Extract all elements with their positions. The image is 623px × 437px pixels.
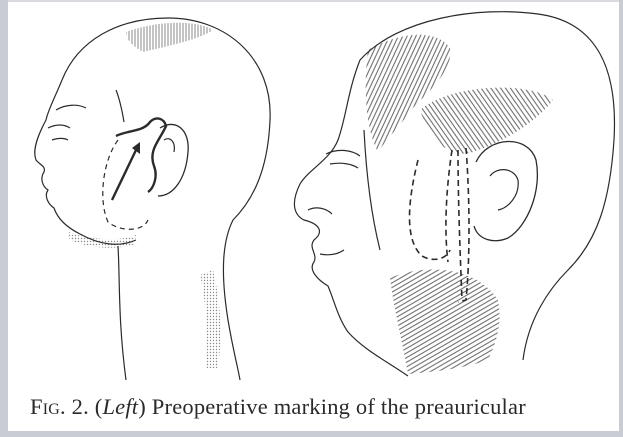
right-head xyxy=(294,12,614,376)
frame-border-left xyxy=(0,0,8,437)
left-head-neck-front xyxy=(118,246,126,380)
right-head-dashed-path-1 xyxy=(410,160,451,259)
right-head-neck-hatch xyxy=(390,269,500,374)
illustration-two-heads xyxy=(8,0,619,385)
left-head-dashed-incision xyxy=(103,140,148,229)
caption-text: Preoperative marking of the preauricular xyxy=(152,394,526,419)
figure-caption: Fig. 2. (Left) Preoperative marking of t… xyxy=(30,390,616,426)
left-head-arrow xyxy=(112,150,136,200)
caption-close-paren: ) xyxy=(138,394,146,419)
right-head-ear xyxy=(474,141,537,240)
left-head-chin-hatch xyxy=(68,232,136,248)
frame-border-bottom xyxy=(0,431,623,437)
left-head-outline xyxy=(62,18,270,380)
left-head-eye xyxy=(48,125,70,128)
left-head-hair-hatch xyxy=(126,23,213,52)
frame-border-right xyxy=(619,0,623,437)
right-head-temple-hatch xyxy=(420,88,553,154)
figure-label: Fig. 2. xyxy=(30,394,89,419)
left-head xyxy=(35,18,270,380)
right-head-dashed-path-2 xyxy=(446,150,452,262)
left-head-neck-hatch xyxy=(200,270,220,368)
left-head-incision-line xyxy=(116,119,166,192)
caption-left-word: Left xyxy=(102,394,138,419)
